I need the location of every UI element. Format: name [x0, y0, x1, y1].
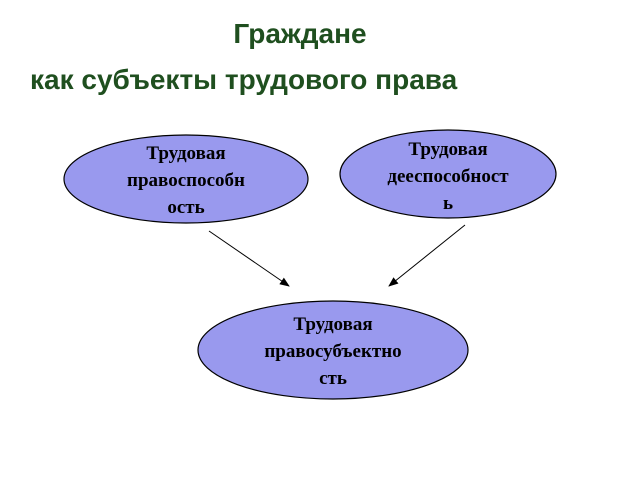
node-bottom-line-3: сть [319, 367, 347, 389]
node-left-line-3: ость [167, 196, 205, 218]
title-line-2: как субъекты трудового права [30, 64, 458, 95]
node-left-ellipse [63, 134, 309, 224]
node-right-line-1: Трудовая [408, 138, 488, 160]
arrow-right-to-bottom [388, 224, 466, 287]
node-right-label: Трудовая дееспособност ь [356, 134, 540, 218]
node-right-ellipse [339, 129, 557, 219]
node-right-line-2: дееспособност [387, 165, 509, 187]
node-right-line-3: ь [442, 192, 454, 214]
arrow-left-to-bottom [208, 230, 290, 287]
node-bottom-label: Трудовая правосубъектно сть [218, 306, 448, 396]
title-line-1: Граждане [233, 18, 367, 49]
node-bottom-ellipse [197, 300, 469, 400]
node-left-line-1: Трудовая [146, 142, 226, 164]
node-left-line-2: правоспособн [127, 169, 245, 191]
node-bottom-line-2: правосубъектно [264, 340, 402, 362]
node-bottom-line-1: Трудовая [293, 313, 373, 335]
node-left-label: Трудовая правоспособн ость [84, 138, 288, 222]
